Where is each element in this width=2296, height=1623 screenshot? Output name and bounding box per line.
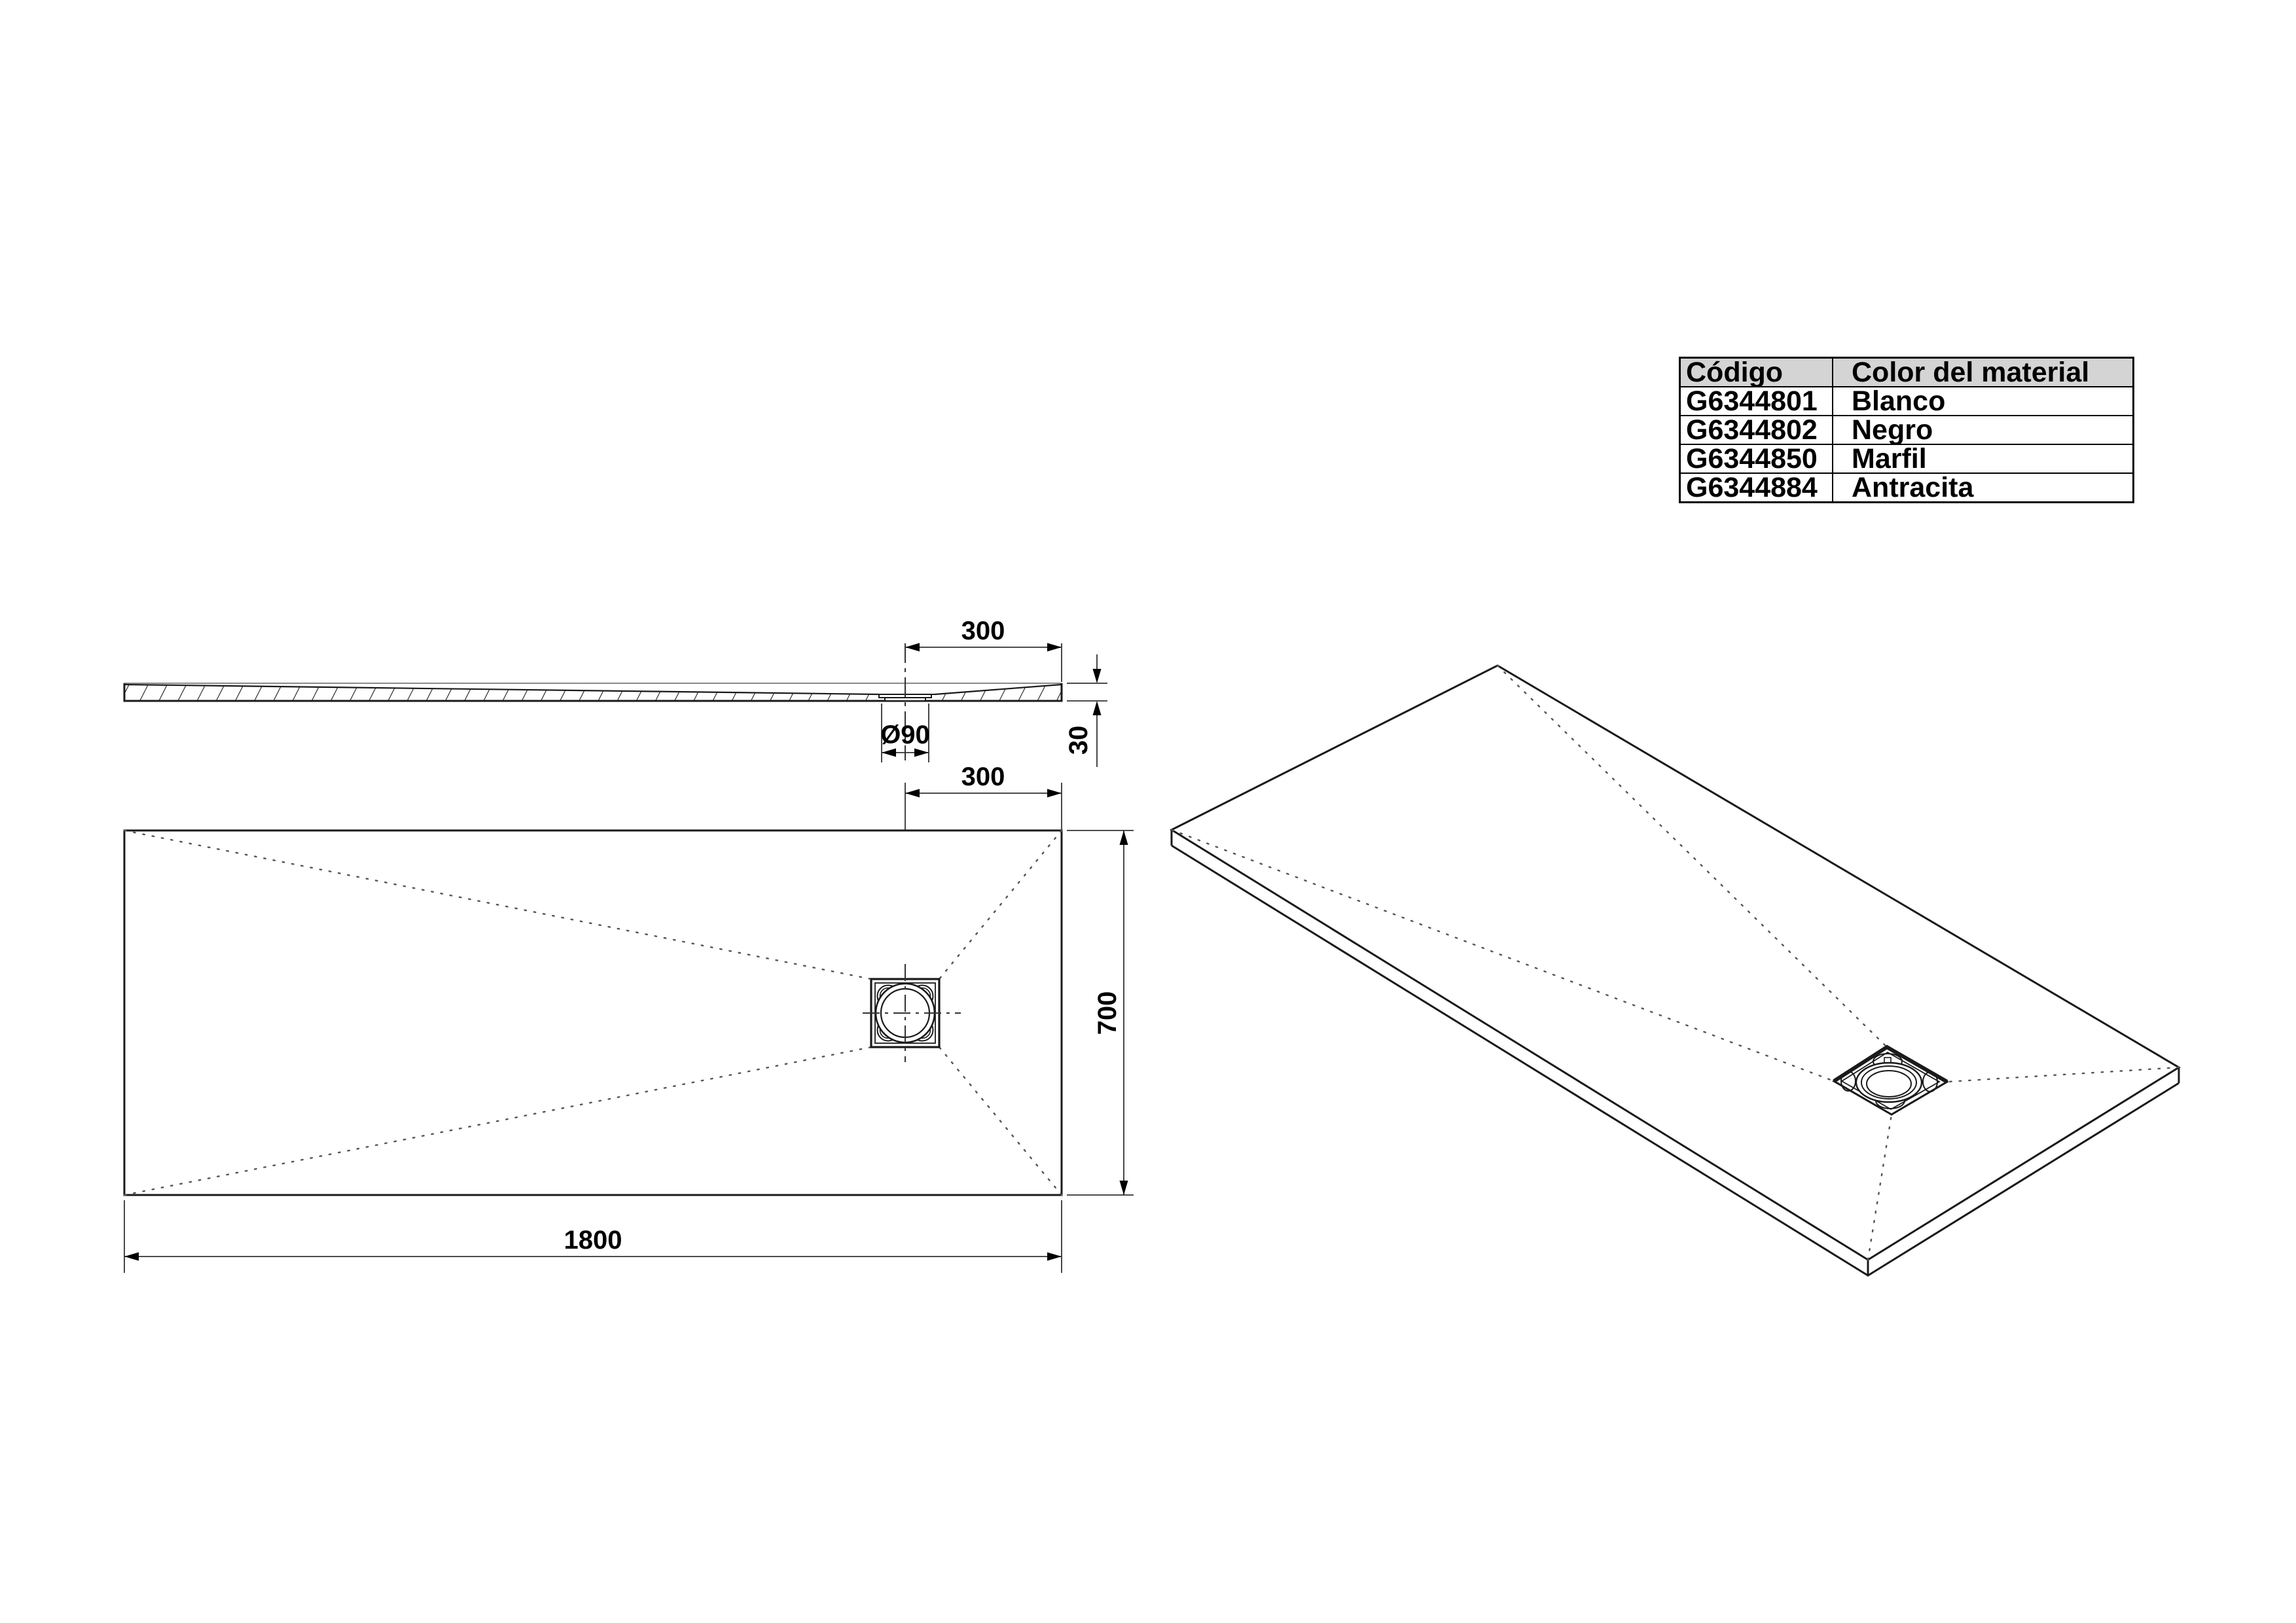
table-row: G6344802 Negro bbox=[1681, 414, 2132, 446]
section-hatch-right bbox=[931, 685, 1062, 701]
parts-table: Código Color del material G6344801 Blanc… bbox=[1679, 357, 2134, 503]
material-color: Blanco bbox=[1852, 385, 1946, 417]
arrowhead bbox=[1047, 1252, 1062, 1261]
iso-drain-bowl bbox=[1866, 1070, 1912, 1097]
table-row: G6344850 Marfil bbox=[1681, 442, 2132, 474]
slope-valley-line bbox=[938, 1046, 1063, 1196]
arrowhead bbox=[1047, 789, 1062, 798]
material-color: Negro bbox=[1852, 414, 1933, 446]
dimension-label-width: 700 bbox=[1093, 991, 1122, 1035]
iso-drain bbox=[1832, 1044, 1949, 1116]
dimension-width-700: 700 bbox=[1067, 830, 1134, 1196]
section-outline bbox=[123, 683, 1063, 702]
section-floor-slope-right bbox=[934, 683, 1062, 696]
plan-drain bbox=[863, 964, 961, 1062]
iso-top-face bbox=[1169, 664, 2181, 1261]
arrowhead bbox=[1119, 1181, 1128, 1195]
section-drain-pipe bbox=[884, 697, 926, 702]
arrowhead bbox=[882, 748, 896, 757]
material-color: Antracita bbox=[1852, 471, 1974, 503]
product-code: G6344884 bbox=[1681, 474, 1833, 501]
dimension-label-length: 1800 bbox=[564, 1226, 622, 1255]
dimension-length-1800: 1800 bbox=[124, 1200, 1062, 1273]
arrowhead bbox=[905, 789, 920, 798]
table-row: G6344801 Blanco bbox=[1681, 385, 2132, 417]
arrowhead bbox=[1092, 701, 1102, 715]
arrowhead bbox=[1047, 643, 1062, 652]
slope-valley-line bbox=[123, 829, 872, 980]
product-code: G6344850 bbox=[1681, 445, 1833, 473]
slope-valley-line bbox=[123, 1046, 872, 1196]
arrowhead bbox=[124, 1252, 139, 1261]
dimension-diameter-90: Ø90 bbox=[880, 704, 930, 762]
iso-valley-line bbox=[1946, 1066, 2180, 1083]
iso-drain-frame-shadow bbox=[1833, 1044, 1948, 1084]
table-row: G6344884 Antracita bbox=[1681, 471, 2132, 503]
section-dimension-300: 300 bbox=[905, 616, 1062, 682]
section-hatch-left bbox=[124, 685, 879, 701]
iso-valley-line bbox=[1170, 829, 1835, 1082]
plan-outline bbox=[123, 829, 1063, 1196]
dimension-thickness-30: 30 bbox=[1064, 654, 1107, 767]
iso-drain-frame-inner bbox=[1840, 1051, 1941, 1111]
iso-view bbox=[1169, 664, 2181, 1277]
arrowhead bbox=[1119, 830, 1128, 845]
dimension-label-section-offset: 300 bbox=[961, 616, 1005, 645]
arrowhead bbox=[1092, 669, 1102, 683]
dimension-label-drain-diameter: Ø90 bbox=[880, 721, 930, 749]
arrowhead bbox=[905, 643, 920, 652]
table-header-row: Código Color del material bbox=[1681, 356, 2132, 388]
iso-bottom-edges bbox=[1171, 844, 2179, 1277]
material-color: Marfil bbox=[1852, 442, 1927, 474]
iso-drain-ring-inner bbox=[1861, 1065, 1917, 1099]
iso-valley-line bbox=[1867, 1113, 1893, 1261]
section-view bbox=[123, 643, 1063, 760]
dimension-label-plan-offset: 300 bbox=[961, 762, 1005, 791]
slope-valley-line bbox=[938, 829, 1063, 980]
table-header-color: Color del material bbox=[1852, 356, 2090, 388]
plan-dimension-300: 300 bbox=[905, 762, 1062, 830]
table-header-codigo: Código bbox=[1681, 359, 1833, 386]
iso-drain-boss bbox=[1922, 1071, 1938, 1092]
plan-view bbox=[123, 829, 1063, 1196]
arrowhead bbox=[914, 748, 929, 757]
section-floor-slope-left bbox=[124, 683, 880, 696]
product-code: G6344802 bbox=[1681, 416, 1833, 444]
product-code: G6344801 bbox=[1681, 387, 1833, 415]
dimension-label-thickness: 30 bbox=[1064, 726, 1093, 755]
